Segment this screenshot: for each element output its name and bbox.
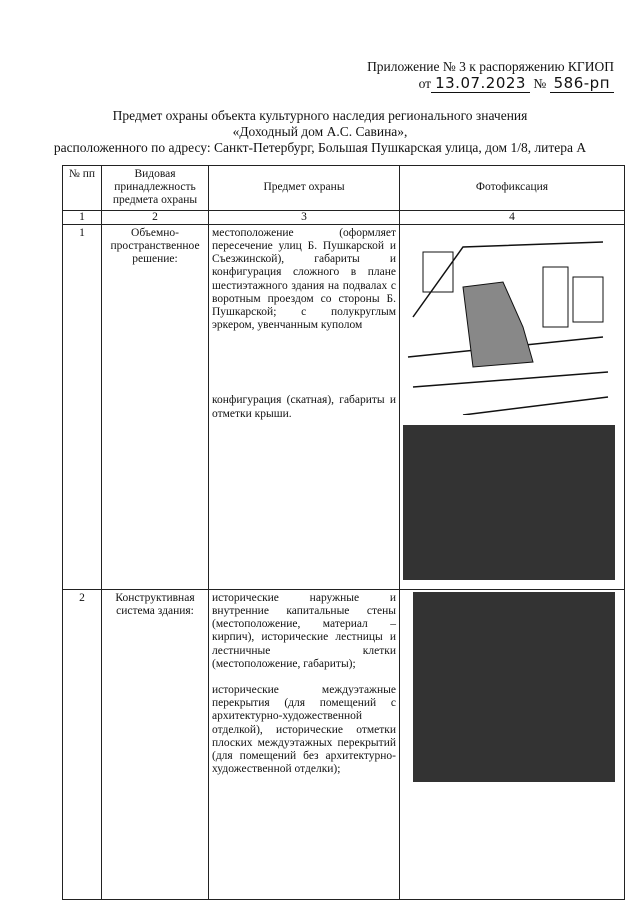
header-cell: № пп	[62, 165, 102, 211]
building-photo	[413, 591, 615, 782]
item-text: исторические междуэтажные перекрытия (дл…	[212, 684, 396, 776]
item-text: конфигурация (скатная), габариты и отмет…	[212, 394, 396, 420]
header-cell: Фотофиксация	[399, 165, 625, 211]
item-text: исторические наружные и внутренние капит…	[212, 591, 396, 670]
column-number-row: 1 2 3 4	[62, 209, 625, 225]
row-items: местоположение (оформляет пересечение ул…	[208, 223, 400, 590]
column-number: 2	[101, 209, 209, 225]
title-line: расположенного по адресу: Санкт-Петербур…	[53, 140, 587, 155]
annex-line: Приложение № 3 к распоряжению КГИОП	[367, 59, 614, 74]
header-cell: Видовая принадлежность предмета охраны	[101, 165, 209, 211]
protection-table: № пп Видовая принадлежность предмета охр…	[62, 165, 625, 900]
row-number: 1	[62, 223, 102, 590]
table-row: 2 Конструктивная система здания: историч…	[62, 588, 625, 900]
row-type: Объемно-пространственное решение:	[101, 223, 209, 590]
column-number: 3	[208, 209, 400, 225]
row-type: Конструктивная система здания:	[101, 588, 209, 900]
title-line: «Доходный дом А.С. Савина»,	[232, 124, 408, 139]
handwritten-number: 586-рп	[549, 74, 614, 93]
item-text: местоположение (оформляет пересечение ул…	[212, 226, 396, 332]
column-number: 1	[62, 209, 102, 225]
table-row: 1 Объемно-пространственное решение: мест…	[62, 223, 625, 590]
photo-cell	[399, 588, 625, 900]
row-items: исторические наружные и внутренние капит…	[208, 588, 400, 900]
building-photo	[403, 424, 615, 580]
handwritten-date: 13.07.2023	[431, 74, 530, 93]
number-prefix: №	[533, 76, 547, 91]
document-title: Предмет охраны объекта культурного насле…	[0, 108, 640, 156]
site-map-image	[403, 226, 615, 415]
date-prefix: от	[418, 76, 432, 91]
header-cell: Предмет охраны	[208, 165, 400, 211]
row-number: 2	[62, 588, 102, 900]
photo-cell	[399, 223, 625, 590]
title-line: Предмет охраны объекта культурного насле…	[112, 108, 528, 123]
header-row: № пп Видовая принадлежность предмета охр…	[62, 165, 625, 211]
column-number: 4	[399, 209, 625, 225]
